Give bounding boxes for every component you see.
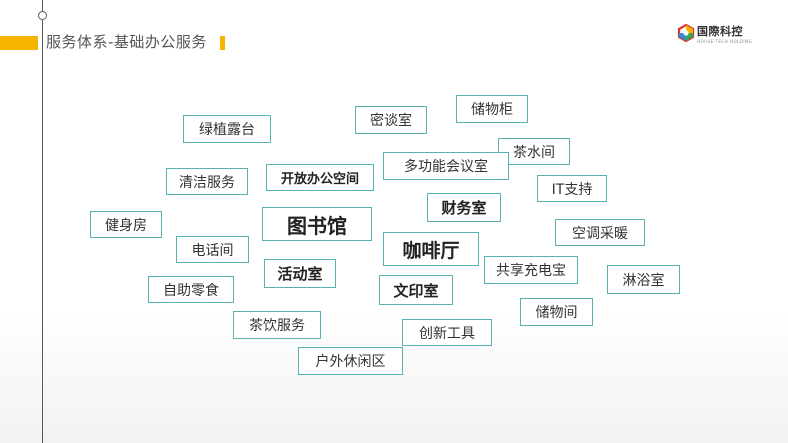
- company-logo: 国際科控 HOUSE TECH HOLDING: [677, 24, 753, 48]
- service-duogongneng: 多功能会议室: [383, 152, 509, 180]
- service-kafei: 咖啡厅: [383, 232, 479, 266]
- service-it: IT支持: [537, 175, 607, 202]
- logo-subtitle: HOUSE TECH HOLDING: [697, 39, 753, 44]
- service-lvzhi: 绿植露台: [183, 115, 271, 143]
- service-zizhu: 自助零食: [148, 276, 234, 303]
- service-chayin: 茶饮服务: [233, 311, 321, 339]
- service-chashui: 茶水间: [498, 138, 570, 165]
- hexagon-logo-icon: [677, 24, 695, 42]
- timeline-dot: [38, 11, 47, 20]
- title-accent-bar: [0, 36, 38, 50]
- service-huodong: 活动室: [264, 259, 336, 288]
- service-mitan: 密谈室: [355, 106, 427, 134]
- service-caiwu: 财务室: [427, 193, 501, 222]
- service-chuwujian: 储物间: [520, 298, 593, 326]
- service-chuwugui: 储物柜: [456, 95, 528, 123]
- timeline-line: [42, 0, 43, 443]
- service-tushu: 图书馆: [262, 207, 372, 241]
- service-jianshen: 健身房: [90, 211, 162, 238]
- service-kaifang: 开放办公空间: [266, 164, 374, 191]
- service-kongtiao: 空调采暖: [555, 219, 645, 246]
- service-gongxiang: 共享充电宝: [484, 256, 578, 284]
- logo-name: 国際科控: [697, 25, 743, 38]
- service-huwai: 户外休闲区: [298, 347, 403, 375]
- service-dianhua: 电话间: [176, 236, 249, 263]
- service-chuangxin: 创新工具: [402, 319, 492, 346]
- service-qingjie: 清洁服务: [166, 168, 248, 195]
- service-linyu: 淋浴室: [607, 265, 680, 294]
- title-end-bar: [220, 36, 225, 50]
- page-title: 服务体系-基础办公服务: [46, 33, 207, 51]
- service-wenyin: 文印室: [379, 275, 453, 305]
